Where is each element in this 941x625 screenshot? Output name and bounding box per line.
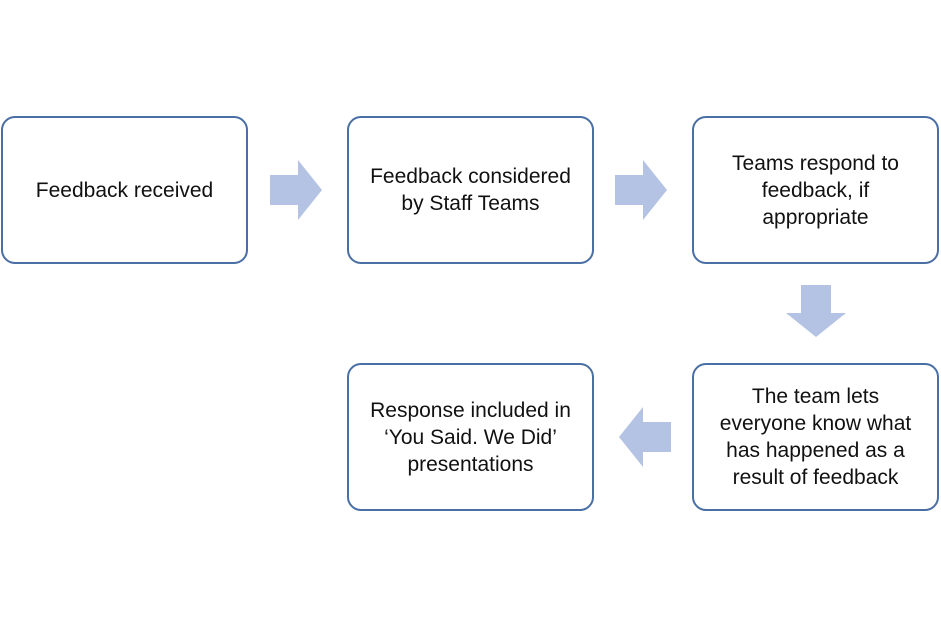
arrow-down-icon xyxy=(786,285,846,337)
step-label: Feedback considered by Staff Teams xyxy=(370,165,571,215)
step-teams-respond: Teams respond to feedback, if appropriat… xyxy=(692,116,939,264)
step-label: Teams respond to feedback, if appropriat… xyxy=(732,151,899,229)
step-team-lets-everyone-know: The team lets everyone know what has hap… xyxy=(692,363,939,511)
step-response-included: Response included in ‘You Said. We Did’ … xyxy=(347,363,594,511)
step-feedback-considered: Feedback considered by Staff Teams xyxy=(347,116,594,264)
step-feedback-received: Feedback received xyxy=(1,116,248,264)
step-label: The team lets everyone know what has hap… xyxy=(719,385,912,489)
arrow-left-icon xyxy=(619,407,671,467)
step-label: Feedback received xyxy=(35,178,214,202)
arrow-right-icon xyxy=(615,160,667,220)
arrow-right-icon xyxy=(270,160,322,220)
step-label: Response included in ‘You Said. We Did’ … xyxy=(370,398,571,476)
